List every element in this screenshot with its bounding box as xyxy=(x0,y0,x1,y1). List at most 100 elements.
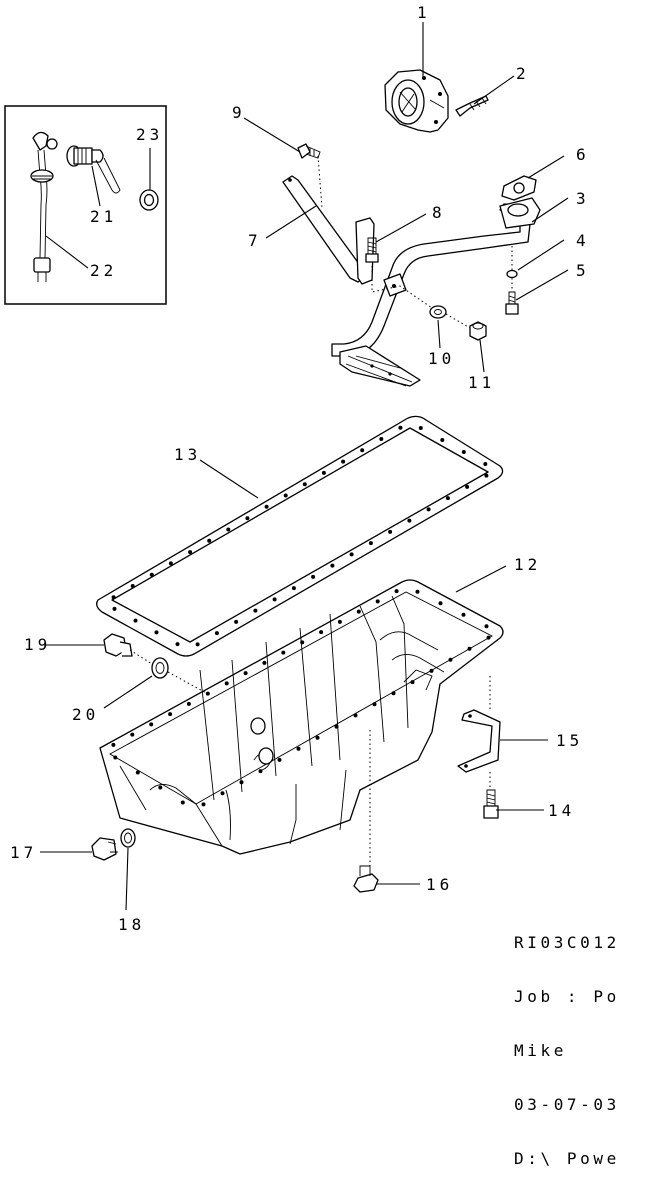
callout-10: 10 xyxy=(428,349,455,368)
bolt-hole xyxy=(486,635,491,640)
bolt-hole xyxy=(186,701,191,706)
callout-19: 19 xyxy=(24,635,51,654)
bolt-hole xyxy=(272,597,277,602)
inset-box xyxy=(4,105,167,305)
callout-23: 23 xyxy=(136,125,163,144)
part-7-bracket xyxy=(282,175,375,285)
bolt-hole xyxy=(214,631,219,636)
bolt-hole xyxy=(330,563,335,568)
callout-7: 7 xyxy=(248,231,262,250)
part-13-oil-pan-gasket xyxy=(96,415,504,657)
callout-11: 11 xyxy=(468,373,495,392)
bolt-hole xyxy=(461,612,466,617)
bolt-hole xyxy=(465,484,470,489)
part-19-plug xyxy=(103,633,133,657)
drawing-info-block: RI03C012 Job : Po Mike 03-07-03 D:\ Powe xyxy=(514,898,620,1186)
bolt-hole xyxy=(341,459,346,464)
bolt-hole xyxy=(440,438,445,442)
bolt-hole xyxy=(398,425,403,430)
bolt-hole xyxy=(334,724,339,729)
job-line: Job : Po xyxy=(514,987,620,1006)
bolt-hole xyxy=(407,518,412,523)
bolt-hole xyxy=(168,561,173,566)
exploded-parts-diagram: 1 2 9 6 3 8 7 4 5 10 11 13 12 15 14 16 1… xyxy=(4,3,590,934)
bolt-hole xyxy=(467,646,472,651)
bolt-hole xyxy=(245,516,250,521)
callout-1: 1 xyxy=(417,3,431,22)
bolt-hole xyxy=(391,691,396,696)
callout-16: 16 xyxy=(426,875,453,894)
callout-3: 3 xyxy=(576,189,590,208)
bolt-hole xyxy=(291,586,296,591)
bolt-hole xyxy=(315,735,320,740)
part-16-bolt xyxy=(353,865,379,893)
callout-6: 6 xyxy=(576,145,590,164)
part-6-gasket xyxy=(501,175,537,201)
bolt-hole xyxy=(448,657,453,662)
bolt-hole xyxy=(379,437,384,441)
bolt-hole xyxy=(415,589,420,594)
bolt-hole xyxy=(426,507,431,512)
bolt-hole xyxy=(484,473,489,478)
bolt-hole xyxy=(111,742,116,747)
date-line: 03-07-03 xyxy=(514,1095,620,1114)
bolt-hole xyxy=(253,608,258,613)
bolt-hole xyxy=(130,732,135,737)
part-18-washer xyxy=(120,828,136,848)
callout-14: 14 xyxy=(548,801,575,820)
bolt-hole xyxy=(388,529,393,534)
bolt-hole xyxy=(264,504,269,509)
bolt-hole xyxy=(349,552,354,557)
callout-12: 12 xyxy=(514,555,541,574)
callout-15: 15 xyxy=(556,731,583,750)
callout-8: 8 xyxy=(432,203,446,222)
part-17-drain-plug xyxy=(91,837,118,861)
callout-13: 13 xyxy=(174,445,201,464)
part-9-bolt xyxy=(297,143,321,159)
part-22-dipstick-sensor-cable xyxy=(30,131,58,282)
bolt-hole xyxy=(220,791,225,796)
bolt-hole xyxy=(461,450,466,454)
bolt-hole xyxy=(234,619,239,624)
bolt-hole xyxy=(321,470,326,475)
bolt-hole xyxy=(226,527,231,532)
bolt-hole xyxy=(158,785,163,790)
bolt-hole xyxy=(113,755,118,760)
bolt-hole xyxy=(319,630,324,635)
bolt-hole xyxy=(337,619,342,624)
part-11-nut xyxy=(469,321,487,341)
bolt-hole xyxy=(154,630,159,635)
callout-4: 4 xyxy=(576,231,590,250)
callout-18: 18 xyxy=(118,915,145,934)
bolt-hole xyxy=(133,618,138,623)
bolt-hole xyxy=(243,671,248,676)
bolt-hole xyxy=(300,640,305,645)
bolt-hole xyxy=(195,642,200,647)
part-5-bolt xyxy=(505,291,519,315)
bolt-hole xyxy=(175,642,180,647)
bolt-hole xyxy=(258,769,263,774)
bolt-hole xyxy=(135,770,140,775)
part-4-washer xyxy=(506,269,518,279)
bolt-hole xyxy=(296,746,301,751)
bolt-hole xyxy=(283,493,288,498)
callout-20: 20 xyxy=(72,705,99,724)
bolt-hole xyxy=(207,538,212,543)
callout-9: 9 xyxy=(232,103,246,122)
bolt-hole xyxy=(201,802,206,807)
leader-lines xyxy=(40,22,569,911)
bolt-hole xyxy=(484,624,489,629)
bolt-hole xyxy=(375,599,380,604)
bolt-hole xyxy=(483,462,488,466)
bolt-hole xyxy=(149,722,154,727)
part-15-bracket xyxy=(457,709,501,773)
bolt-hole xyxy=(356,609,361,614)
bolt-hole xyxy=(418,426,423,430)
bolt-hole xyxy=(302,482,307,487)
part-20-washer xyxy=(151,657,169,679)
part-1-oil-pump xyxy=(384,69,449,133)
callout-2: 2 xyxy=(516,64,530,83)
bolt-hole xyxy=(372,702,377,707)
path-line: D:\ Powe xyxy=(514,1149,620,1168)
bolt-hole xyxy=(360,448,365,453)
